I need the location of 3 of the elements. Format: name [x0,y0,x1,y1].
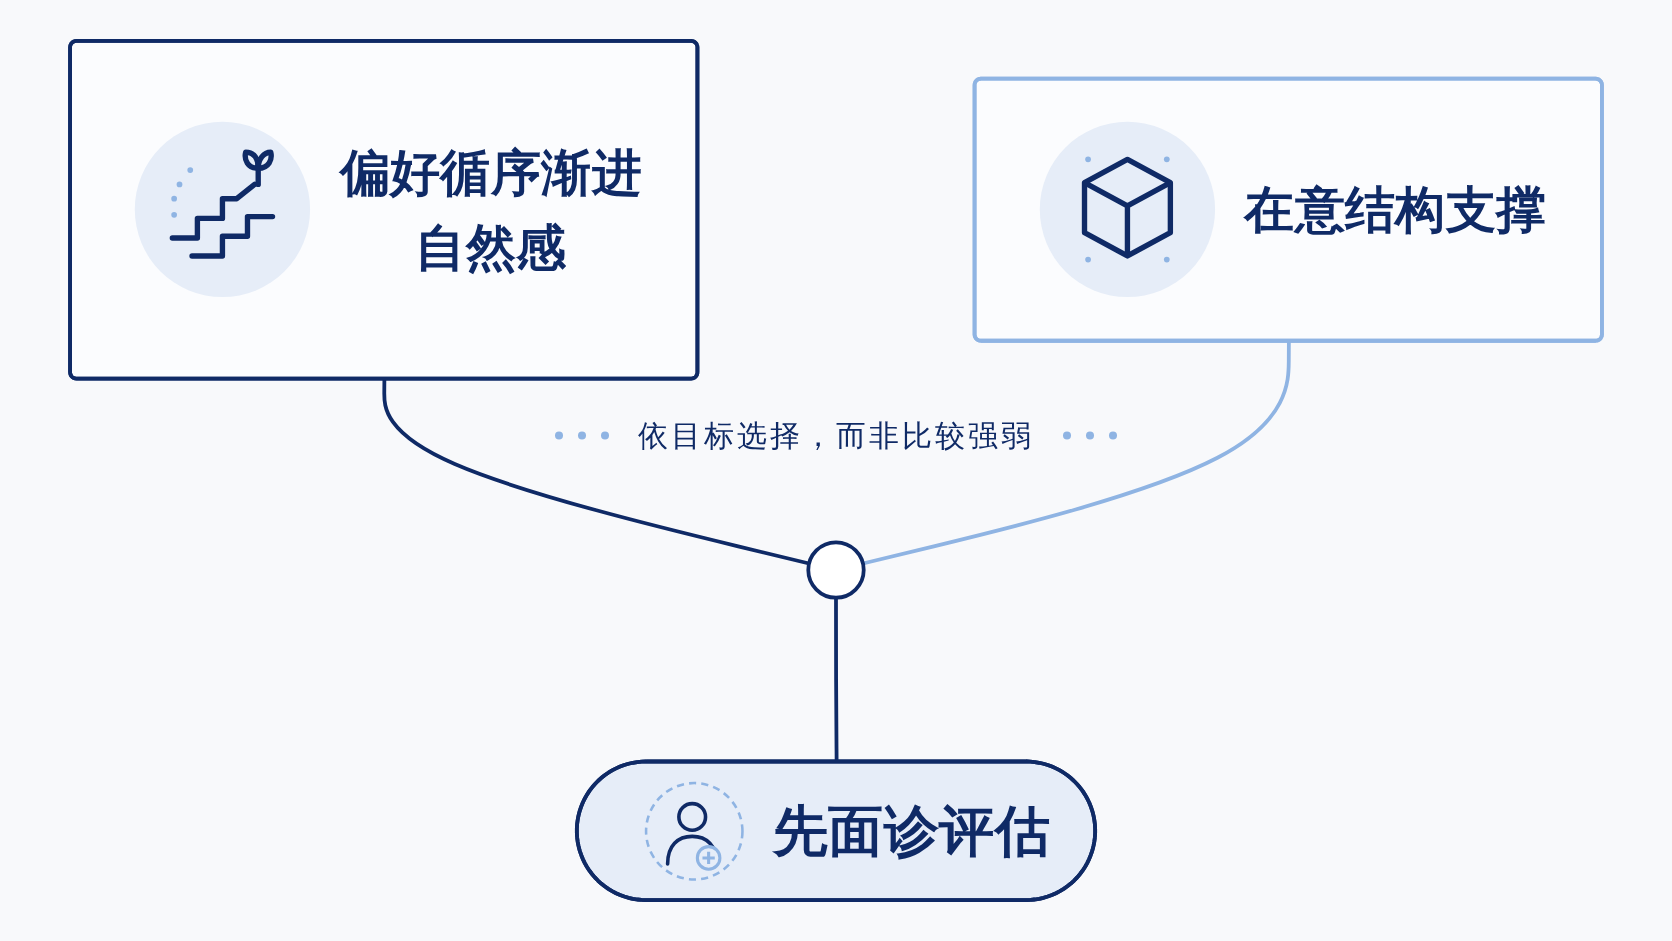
junction-circle [806,540,866,600]
note-text: 依目标选择，而非比较强弱 [638,416,1034,455]
pill-node: 先面诊评估 [574,759,1098,902]
